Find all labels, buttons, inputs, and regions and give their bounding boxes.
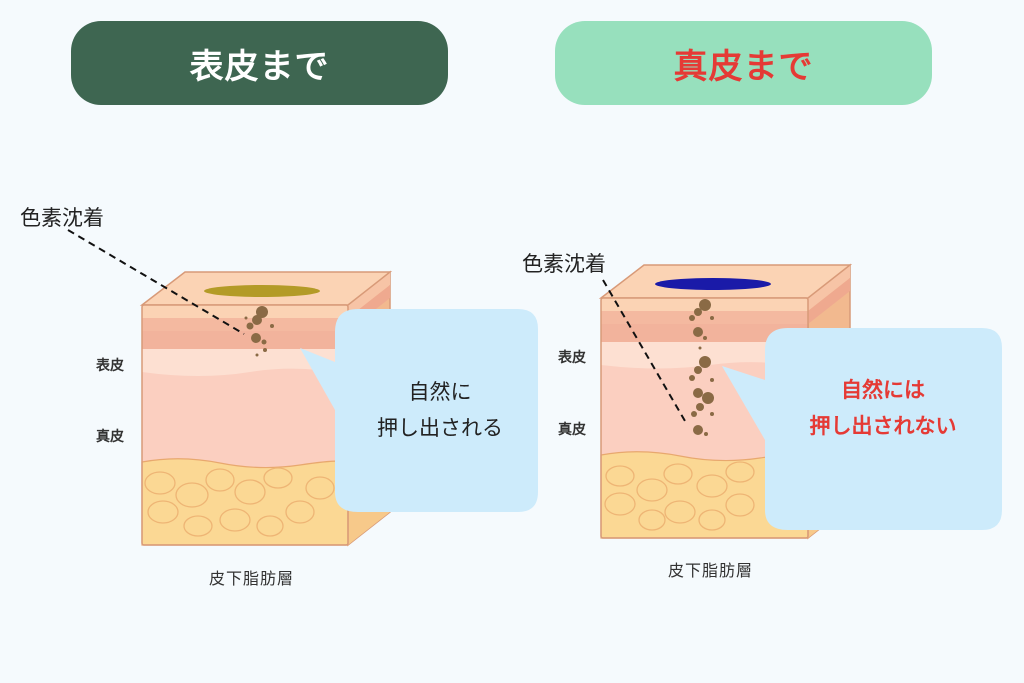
right-epidermis-label: 表皮 (558, 350, 586, 366)
left-subcutaneous-label: 皮下脂肪層 (209, 569, 295, 588)
right-subcutaneous-label: 皮下脂肪層 (668, 561, 754, 580)
right-bubble-line2: 押し出されない (809, 414, 957, 438)
header-epidermis: 表皮まで (71, 21, 448, 105)
left-pigment-label: 色素沈着 (20, 206, 104, 230)
left-epidermis-label: 表皮 (96, 358, 124, 374)
left-bubble-line2: 押し出される (377, 416, 503, 440)
left-skin-block (67, 229, 538, 547)
right-pigment-label: 色素沈着 (522, 252, 606, 276)
left-bubble-line1: 自然に (408, 380, 472, 404)
right-bubble-text: 自然には 押し出されない (765, 372, 1001, 444)
header-dermis-label: 真皮まで (673, 46, 814, 87)
right-bubble-line1: 自然には (841, 378, 925, 402)
right-skin-block (598, 263, 1002, 540)
left-bubble-text: 自然に 押し出される (340, 374, 540, 446)
header-dermis: 真皮まで (555, 21, 932, 105)
right-dermis-label: 真皮 (558, 422, 586, 438)
header-epidermis-label: 表皮まで (189, 46, 330, 87)
left-dermis-label: 真皮 (96, 429, 124, 445)
